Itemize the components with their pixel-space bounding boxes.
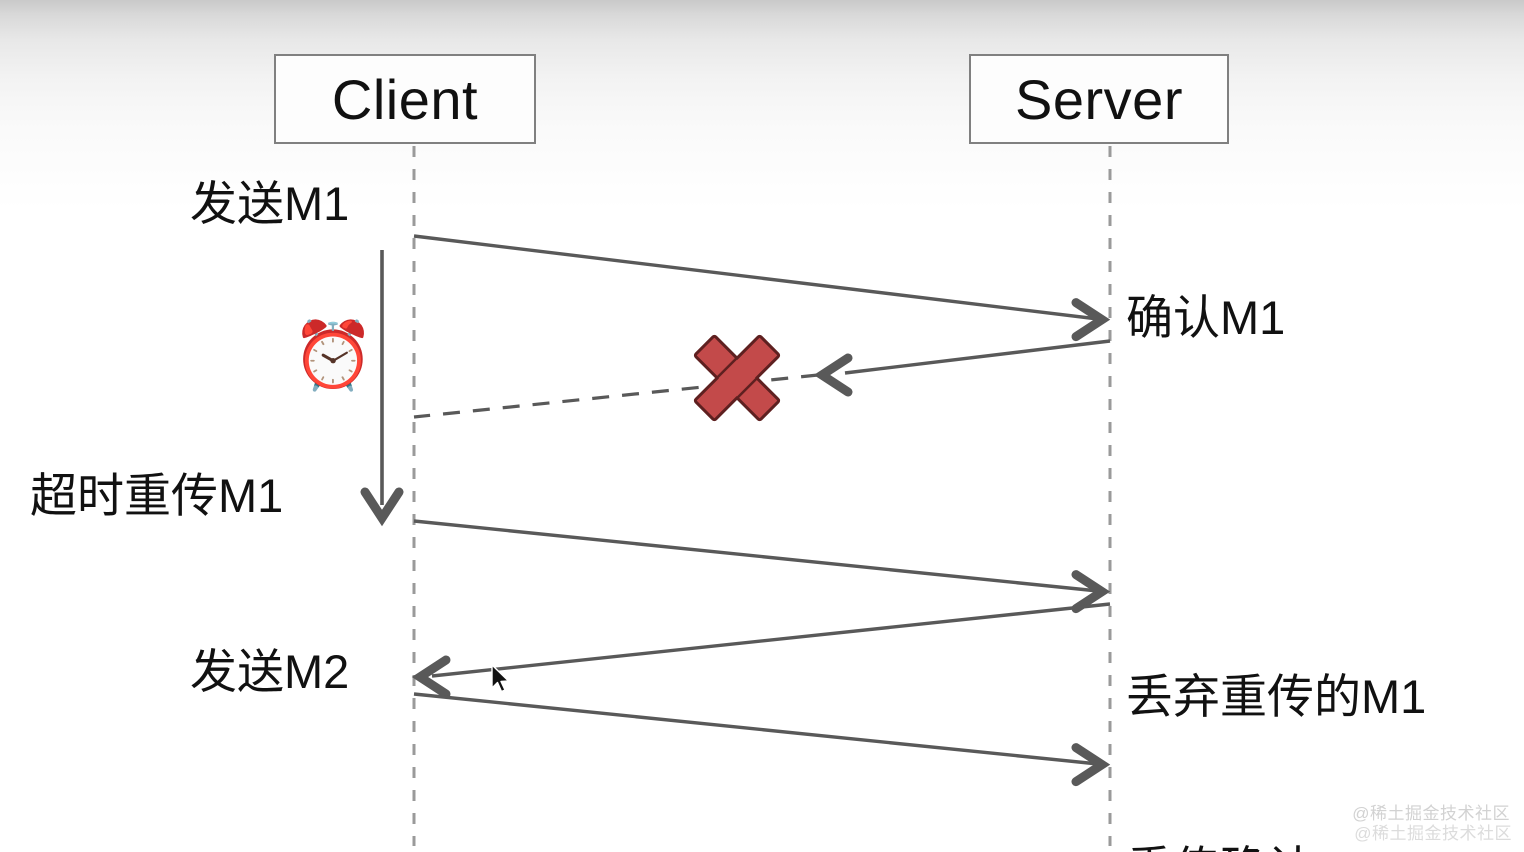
message-arrow-send-m2	[413, 692, 1102, 782]
watermark: @稀土掘金技术社区 @稀土掘金技术社区	[1352, 803, 1512, 844]
actor-box-client[interactable]: Client	[274, 54, 536, 144]
label-discard-retransmitted-m1: 丢弃重传的M1	[1126, 669, 1427, 723]
message-arrow-timeout-retransmit-m1	[413, 519, 1102, 609]
message-arrow-retransmit-ack-m1	[420, 602, 1111, 694]
actor-box-server[interactable]: Server	[969, 54, 1229, 144]
label-timeout-retransmit-m1: 超时重传M1	[30, 469, 284, 522]
label-server-discard-and-retransmit: 丢弃重传的M1 重传确认M1	[1126, 553, 1426, 852]
message-arrow-send-m1	[413, 234, 1102, 337]
label-retransmit-ack-m1: 重传确认M1	[1126, 840, 1426, 852]
actor-label-client: Client	[331, 67, 479, 131]
alarm-clock-icon: ⏰	[292, 318, 375, 392]
packet-loss-x-icon	[693, 334, 781, 422]
label-send-m2: 发送M2	[190, 645, 350, 698]
actor-label-server: Server	[1015, 67, 1183, 131]
watermark-line-2: @稀土掘金技术社区	[1354, 823, 1512, 843]
watermark-line-1: @稀土掘金技术社区	[1352, 803, 1510, 823]
label-send-m1: 发送M1	[190, 177, 350, 230]
label-ack-m1: 确认M1	[1126, 291, 1286, 344]
timeout-timer-arrow	[365, 250, 399, 518]
